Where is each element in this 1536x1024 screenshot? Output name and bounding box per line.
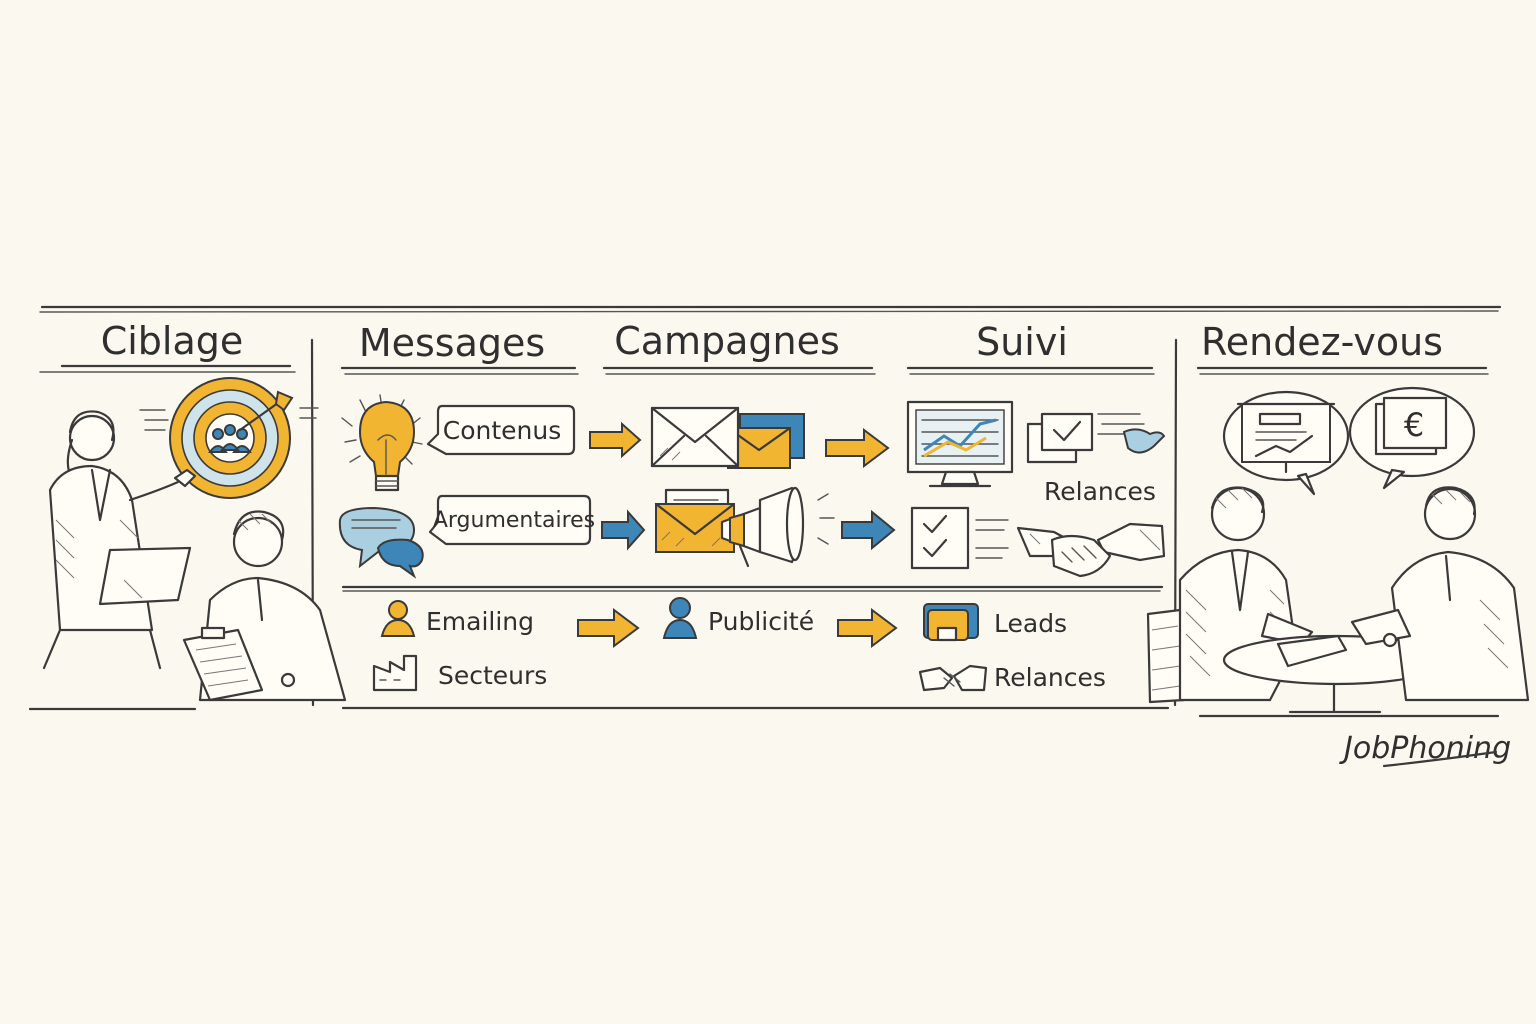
presentation-thought-bubble	[1222, 390, 1350, 496]
handshake-icon	[1016, 522, 1166, 578]
checkbox-icon	[1026, 412, 1166, 464]
arrow-icon	[601, 509, 646, 551]
argumentaires-speech-bubble: Argumentaires	[428, 494, 595, 546]
meeting-scene	[1146, 486, 1530, 718]
factory-icon	[372, 654, 418, 692]
arrow-icon	[837, 608, 898, 648]
person-icon	[380, 600, 416, 637]
lightbulb-icon	[341, 394, 423, 492]
bottom-relances-label: Relances	[994, 663, 1106, 692]
arrow-icon	[825, 428, 890, 468]
stage-heading-messages: Messages	[359, 321, 545, 365]
stage-headings: Ciblage Messages Campagnes Suivi Rendez-…	[39, 319, 1489, 375]
arrow-icon	[589, 421, 642, 459]
envelopes-icon	[650, 406, 805, 469]
target-icon	[139, 377, 319, 499]
handshake-icon	[918, 664, 988, 692]
publicite-label: Publicité	[708, 607, 814, 636]
argumentaires-label: Argumentaires	[433, 508, 595, 533]
megaphone-icon	[654, 486, 835, 568]
contenus-speech-bubble: Contenus	[426, 404, 576, 456]
monitor-chart-icon	[906, 400, 1014, 488]
man-with-clipboard-figure	[182, 510, 347, 702]
brand-underline	[1382, 750, 1498, 768]
arrow-icon	[577, 608, 640, 648]
emailing-label: Emailing	[426, 607, 534, 636]
brand-logo-text: JobPhoning	[1339, 731, 1511, 766]
stage-heading-ciblage: Ciblage	[101, 319, 244, 363]
leads-label: Leads	[994, 609, 1067, 638]
leads-icon	[923, 603, 979, 642]
woman-figure	[42, 410, 197, 670]
euro-symbol: €	[1404, 406, 1424, 444]
arrow-icon	[841, 509, 896, 551]
person-icon	[662, 597, 698, 639]
stage-heading-suivi: Suivi	[976, 320, 1068, 364]
euro-thought-bubble: €	[1348, 386, 1476, 490]
suivi-relances-label: Relances	[1044, 477, 1156, 506]
stage-heading-rendez-vous: Rendez-vous	[1201, 320, 1443, 364]
chat-bubbles-icon	[338, 506, 424, 579]
stage-heading-campagnes: Campagnes	[614, 319, 840, 363]
contenus-label: Contenus	[443, 416, 562, 445]
secteurs-label: Secteurs	[438, 661, 547, 690]
frame-lines	[28, 305, 1502, 711]
checklist-icon	[910, 506, 1009, 570]
